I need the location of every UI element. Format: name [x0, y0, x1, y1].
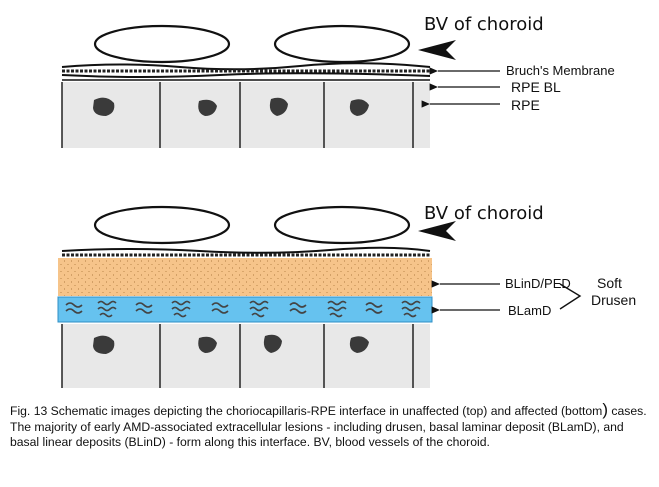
- figure-caption: Fig. 13 Schematic images depicting the c…: [10, 400, 650, 451]
- bottom-rpe-layer: [61, 324, 430, 388]
- rpe-label: RPE: [511, 97, 540, 113]
- soft-drusen-bracket: [559, 283, 582, 310]
- rpe-nucleus: [198, 336, 217, 353]
- blamd-squiggles: [65, 300, 421, 318]
- bruchs-membrane-label: Bruch's Membrane: [506, 63, 615, 78]
- rpe-nucleus: [93, 335, 115, 354]
- top-bv-label: BV of choroid: [424, 14, 544, 35]
- rpe-nucleus: [93, 97, 115, 116]
- rpe-nucleus: [349, 99, 369, 116]
- top-blood-vessel-left: [93, 24, 231, 64]
- blamd-label: BLamD: [508, 303, 552, 318]
- top-rpe-layer: [61, 82, 430, 148]
- bottom-bv-arrow-icon: [418, 221, 456, 241]
- blind-ped-label: BLinD/PED: [505, 276, 571, 291]
- blamd-layer: [57, 296, 433, 323]
- top-bruchs-membrane: [61, 62, 431, 78]
- rpe-nucleus: [349, 336, 369, 353]
- rpe-nucleus: [263, 334, 282, 353]
- drusen-label: Drusen: [591, 292, 637, 308]
- bottom-panel: [57, 205, 582, 388]
- bottom-blood-vessel-right: [273, 205, 411, 245]
- rpe-nucleus: [198, 99, 217, 116]
- rpe-nucleus: [269, 97, 288, 116]
- soft-label: Soft: [597, 275, 622, 291]
- caption-part2: cases. The majority of early AMD-associa…: [10, 404, 647, 449]
- top-bv-arrow-icon: [418, 40, 456, 60]
- blind-ped-stipple: [58, 258, 432, 296]
- top-panel: [61, 24, 500, 148]
- bottom-bv-label: BV of choroid: [424, 203, 544, 224]
- top-blood-vessel-right: [273, 24, 411, 64]
- caption-part1: Fig. 13 Schematic images depicting the c…: [10, 404, 603, 418]
- bottom-blood-vessel-left: [93, 205, 231, 245]
- bottom-bruchs-membrane: [61, 246, 431, 257]
- rpe-bl-label: RPE BL: [511, 79, 561, 95]
- caption-paren: ): [602, 400, 608, 419]
